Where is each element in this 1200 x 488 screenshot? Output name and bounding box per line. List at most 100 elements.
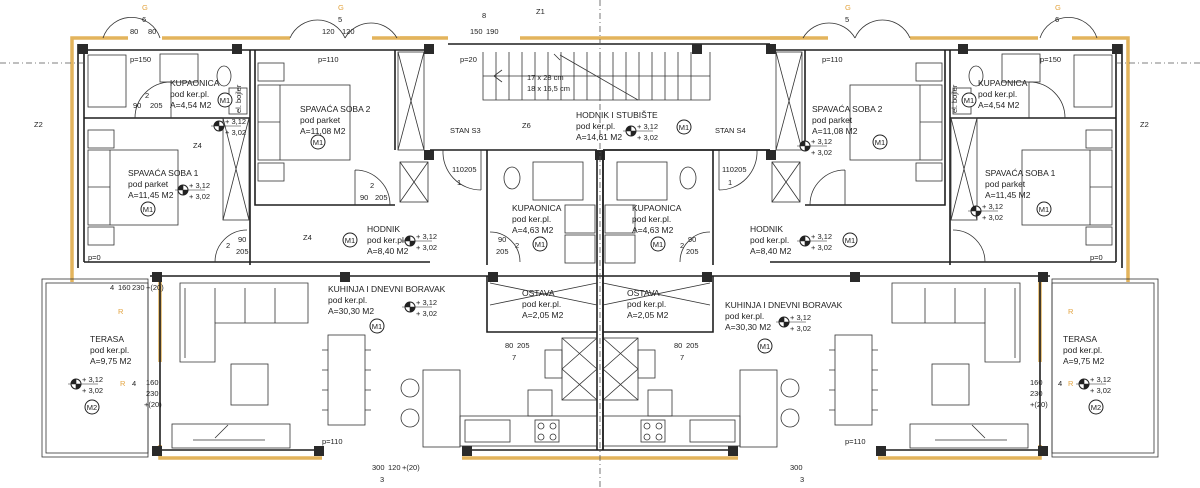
- window-5-num-right: 5: [845, 15, 849, 24]
- window-6-num-right: 6: [1055, 15, 1059, 24]
- room-area: A=4,54 M2: [978, 100, 1020, 110]
- material-tag: M1: [845, 236, 855, 245]
- level-top: + 3,12: [637, 122, 658, 131]
- room-floor: pod ker.pl.: [576, 121, 615, 131]
- door-1-w: 110: [452, 165, 464, 174]
- door-2c-w: 90: [238, 235, 246, 244]
- door-7-w: 80: [505, 341, 513, 350]
- window-3-w: 300: [372, 463, 385, 472]
- door-1-num: 1: [457, 178, 461, 187]
- material-tag-circle: [961, 92, 977, 108]
- level-bottom: + 3,02: [82, 386, 103, 395]
- unit-label-s3: STAN S3: [450, 126, 481, 135]
- tag-g-3: G: [845, 3, 851, 12]
- window-3-sill: +(20): [402, 463, 420, 472]
- level-bottom: + 3,02: [189, 192, 210, 201]
- room-floor: pod ker.pl.: [627, 299, 666, 309]
- room-area: A=8,40 M2: [367, 246, 409, 256]
- level-marker-quadrant-icon: [402, 235, 432, 247]
- material-tag: M1: [535, 240, 545, 249]
- room-name: TERASA: [90, 334, 124, 344]
- room-name: KUPAONICA: [978, 78, 1028, 88]
- window-6-num: 6: [142, 15, 146, 24]
- level-bottom: + 3,02: [637, 133, 658, 142]
- door-2-w: 90: [133, 101, 141, 110]
- level-marker-quadrant-icon: [776, 316, 806, 328]
- material-tag-circle: [342, 232, 358, 248]
- room-labels: KUPAONICA pod ker.pl. A=4,54 M2 SPAVAĆA SOB…: [68, 78, 1111, 415]
- parapet-p20: p=20: [460, 55, 477, 64]
- material-tag-circle: [84, 399, 100, 415]
- level-bottom: + 3,02: [225, 128, 246, 137]
- window-4c-num: 4: [1058, 379, 1062, 388]
- room-area: A=2,05 M2: [522, 310, 564, 320]
- room-area: A=9,75 M2: [1063, 356, 1105, 366]
- room-area: A=30,30 M2: [725, 322, 771, 332]
- material-tag-circle: [650, 236, 666, 252]
- annotations: 17 x 28 cm 18 x 16,5 cm STAN S3 STAN S4 …: [34, 3, 1149, 484]
- tag-r: R: [118, 307, 124, 316]
- room-area: A=4,63 M2: [512, 225, 554, 235]
- door-7b-h: 205: [686, 341, 699, 350]
- window-4-h: 230: [132, 283, 145, 292]
- window-4b-w: 160: [146, 378, 159, 387]
- door-7b-w: 80: [674, 341, 682, 350]
- material-tag-circle: [757, 338, 773, 354]
- room-name: KUPAONICA: [632, 203, 682, 213]
- room-area: A=9,75 M2: [90, 356, 132, 366]
- room-name: SPAVAĆA SOBA 2: [300, 104, 371, 114]
- tag-g-2: G: [338, 3, 344, 12]
- room-name: KUHINJA I DNEVNI BORAVAK: [328, 284, 446, 294]
- material-tag: M1: [875, 138, 885, 147]
- door-1b-w: 110: [722, 165, 734, 174]
- window-8-h: 190: [486, 27, 499, 36]
- room-name: HODNIK I STUBIŠTE: [576, 110, 658, 120]
- door-2d-h: 205: [496, 247, 509, 256]
- material-tag: M1: [372, 322, 382, 331]
- material-tag: M1: [679, 123, 689, 132]
- room-floor: pod parket: [812, 115, 853, 125]
- room-name: HODNIK: [367, 224, 400, 234]
- window-6-h: 80: [148, 27, 156, 36]
- boiler-label: el. bojler: [234, 84, 243, 113]
- level-top: + 3,12: [811, 232, 832, 241]
- level-marker-quadrant-icon: [797, 140, 827, 152]
- level-bottom: + 3,02: [1090, 386, 1111, 395]
- room-name: SPAVAĆA SOBA 1: [985, 168, 1056, 178]
- room-area: A=11,08 M2: [300, 126, 346, 136]
- room-name: SPAVAĆA SOBA 1: [128, 168, 199, 178]
- level-top: + 3,12: [416, 298, 437, 307]
- tag-g: G: [142, 3, 148, 12]
- parapet-p110-right: p=110: [822, 55, 843, 64]
- level-top: + 3,12: [189, 181, 210, 190]
- window-4b-h: 230: [146, 389, 159, 398]
- parapet-p0-right: p=0: [1090, 253, 1103, 262]
- window-4c-w: 160: [1030, 378, 1043, 387]
- room-name: HODNIK: [750, 224, 783, 234]
- material-tag-circle: [532, 236, 548, 252]
- level-marker-quadrant-icon: [175, 184, 205, 196]
- material-tag-circle: [140, 201, 156, 217]
- level-top: + 3,12: [225, 117, 246, 126]
- material-tag-circle: [217, 92, 233, 108]
- window-8-num: 8: [482, 11, 486, 20]
- level-marker-quadrant-icon: [211, 120, 241, 132]
- door-2b-w: 90: [360, 193, 368, 202]
- stair-dims-2: 18 x 16,5 cm: [527, 84, 570, 93]
- window-3-h: 120: [388, 463, 401, 472]
- axis-tag-z4b: Z4: [303, 233, 312, 242]
- axis-tag-z1: Z1: [536, 7, 545, 16]
- door-7-h: 205: [517, 341, 530, 350]
- room-floor: pod ker.pl.: [1063, 345, 1102, 355]
- level-bottom: + 3,02: [416, 243, 437, 252]
- window-3-w-right: 300: [790, 463, 803, 472]
- material-tag: M1: [964, 96, 974, 105]
- material-tag: M1: [143, 205, 153, 214]
- room-area: A=4,54 M2: [170, 100, 212, 110]
- room-name: OSTAVA: [522, 288, 555, 298]
- room-area: A=11,45 M2: [128, 190, 174, 200]
- window-5-w: 120: [322, 27, 335, 36]
- room-floor: pod ker.pl.: [725, 311, 764, 321]
- room-area: A=4,63 M2: [632, 225, 674, 235]
